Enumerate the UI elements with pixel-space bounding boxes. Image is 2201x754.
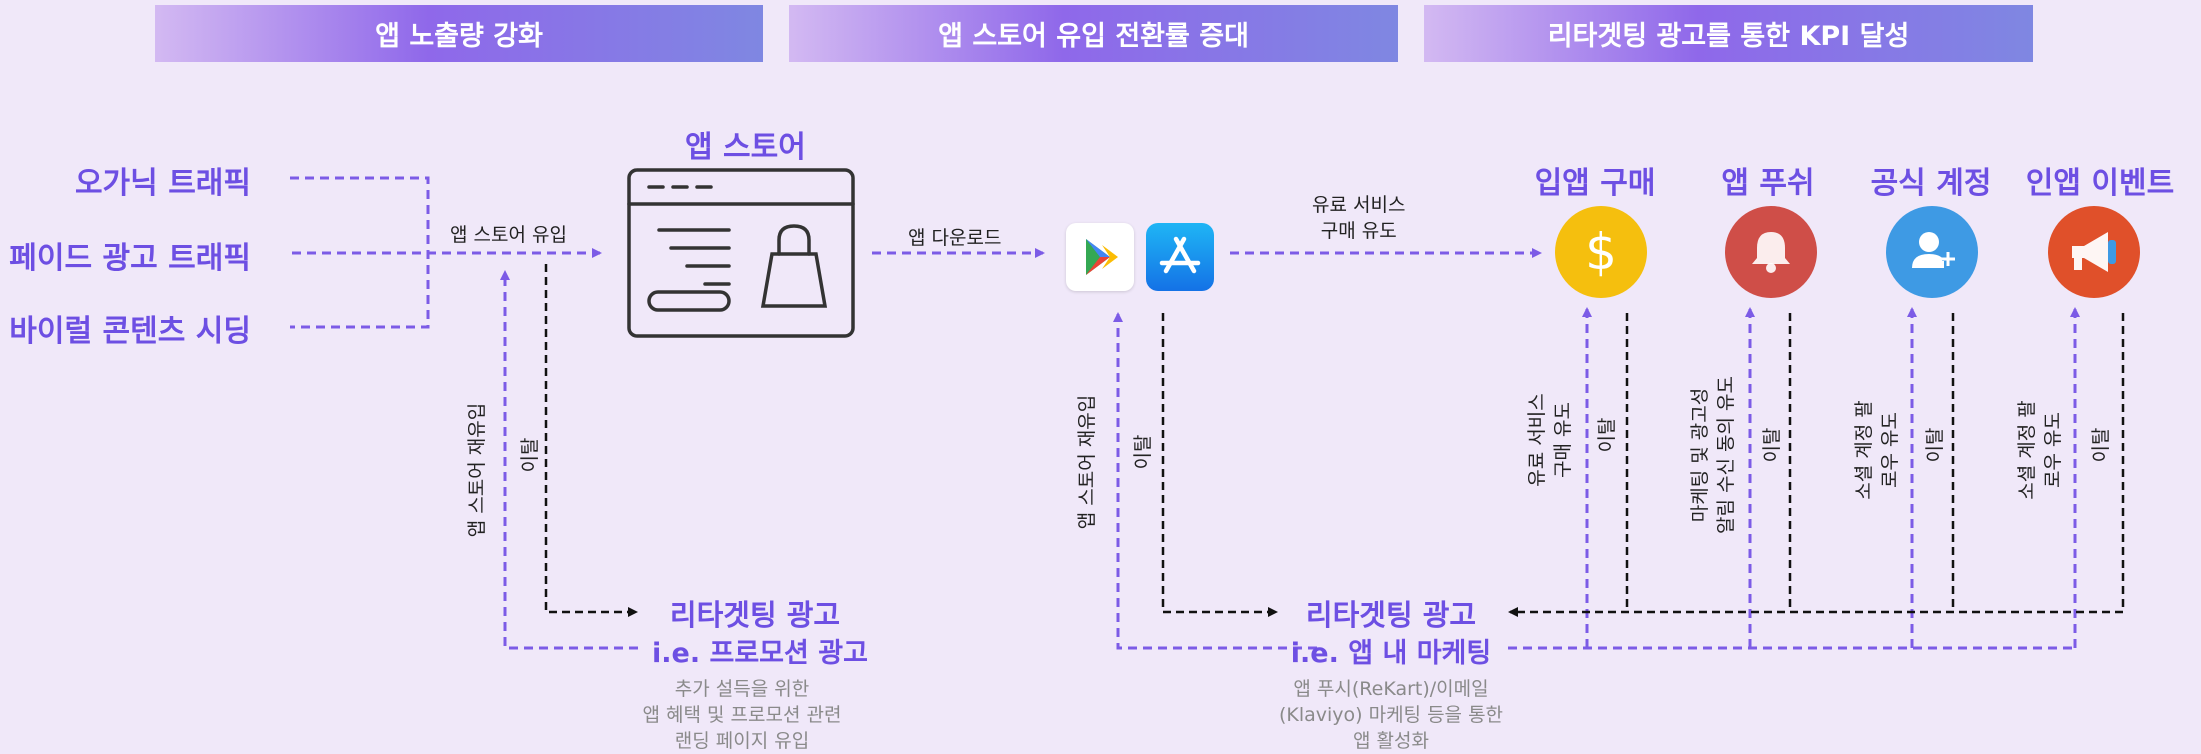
- kpi-title-in-app-purchase: 입앱 구매: [1534, 166, 1656, 201]
- source-paid-traffic: 페이드 광고 트래픽: [9, 241, 251, 276]
- source-viral-seeding: 바이럴 콘텐츠 시딩: [9, 314, 251, 349]
- kpi-title-in-app-event: 인앱 이벤트: [2025, 166, 2175, 201]
- retarget-right-subtitle: i.e. 앱 내 마케팅: [1290, 638, 1492, 669]
- kpi-purchase-churn: 이탈: [1596, 417, 1618, 453]
- retarget-left-description: 추가 설득을 위한 앱 혜택 및 프로모션 관련 랜딩 페이지 유입: [642, 678, 842, 752]
- retarget-left-subtitle: i.e. 프로모션 광고: [652, 638, 868, 669]
- store-inflow-label: 앱 스토어 유입: [450, 224, 567, 246]
- kpi-title-app-push: 앱 푸쉬: [1721, 166, 1815, 201]
- kpi-title-official-account: 공식 계정: [1870, 166, 1992, 201]
- google-play-icon: [1066, 223, 1134, 291]
- paid-service-label: 유료 서비스 구매 유도: [1312, 194, 1406, 242]
- banner-retargeting-kpi: 리타겟팅 광고를 통한 KPI 달성: [1424, 5, 2033, 62]
- add-user-icon: [1886, 206, 1978, 298]
- source-organic-traffic: 오가닉 트래픽: [74, 166, 251, 201]
- kpi-account-churn: 이탈: [1924, 427, 1946, 463]
- app-store-title: 앱 스토어: [685, 130, 806, 165]
- store-reentry-label-right: 앱 스토어 재유입: [1076, 394, 1098, 530]
- churn-label-right: 이탈: [1132, 434, 1154, 470]
- banner-store-conversion: 앱 스토어 유입 전환률 증대: [789, 5, 1398, 62]
- kpi-push-churn: 이탈: [1761, 427, 1783, 463]
- retarget-left-title: 리타겟팅 광고: [669, 598, 841, 632]
- app-store-window-icon: [627, 168, 855, 338]
- apple-app-store-icon: [1146, 223, 1214, 291]
- bell-icon: [1725, 206, 1817, 298]
- app-download-label: 앱 다운로드: [908, 227, 1002, 249]
- banner-app-exposure: 앱 노출량 강화: [155, 5, 763, 62]
- churn-label-left: 이탈: [519, 437, 541, 473]
- kpi-event-churn: 이탈: [2090, 427, 2112, 463]
- retarget-right-title: 리타겟팅 광고: [1305, 598, 1477, 632]
- store-reentry-label-left: 앱 스토어 재유입: [466, 402, 488, 538]
- megaphone-icon: [2048, 206, 2140, 298]
- retarget-right-description: 앱 푸시(ReKart)/이메일 (Klaviyo) 마케팅 등을 통한 앱 활…: [1278, 678, 1504, 752]
- dollar-icon: $: [1555, 206, 1647, 298]
